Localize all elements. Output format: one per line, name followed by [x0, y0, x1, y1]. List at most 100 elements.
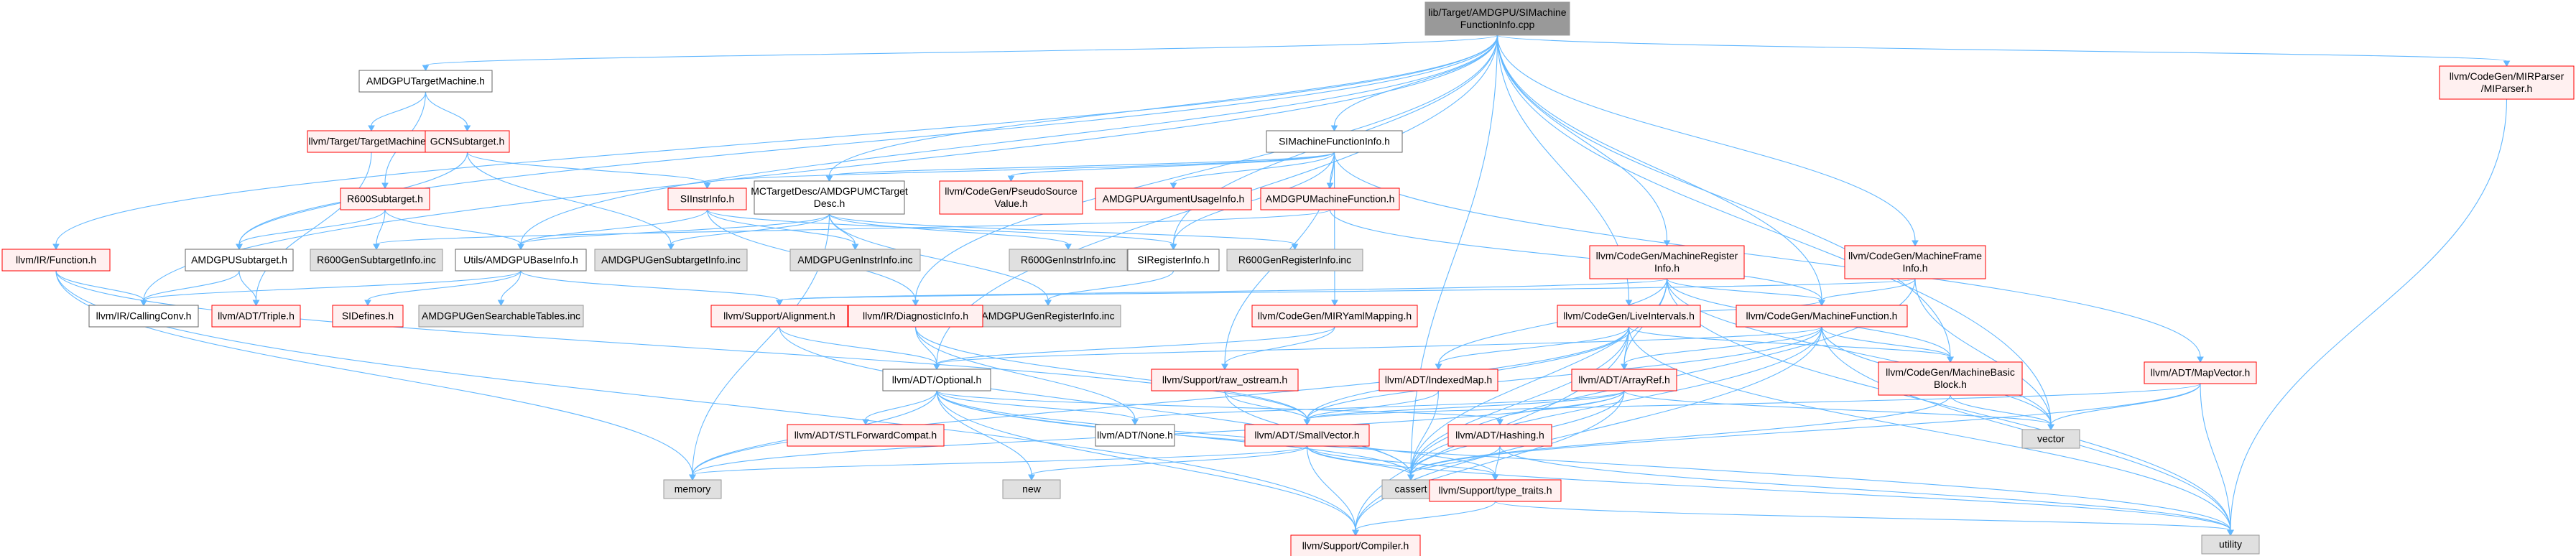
node-box: [1429, 479, 1562, 502]
edge-arrowhead: [1947, 356, 1954, 363]
edge-arrowhead: [364, 300, 371, 307]
edge-line: [936, 326, 1822, 365]
node-utils-base[interactable]: Utils/AMDGPUBaseInfo.h: [455, 249, 587, 272]
edge-line: [706, 209, 856, 245]
edge-line: [143, 270, 522, 301]
node-box: [754, 180, 905, 215]
edge-arrowhead: [52, 244, 60, 251]
edge-arrowhead: [1028, 474, 1035, 481]
edge-line: [1410, 34, 1498, 476]
edge-line: [1306, 383, 2201, 420]
edge-utils_base-to-ir_callingconv: [140, 270, 522, 307]
edge-arrowhead: [2197, 356, 2204, 363]
node-live-int[interactable]: llvm/CodeGen/LiveIntervals.h: [1557, 305, 1701, 328]
node-mir-yaml[interactable]: llvm/CodeGen/MIRYamlMapping.h: [1251, 305, 1418, 328]
node-box: [848, 305, 983, 328]
node-ir-callingconv[interactable]: llvm/IR/CallingConv.h: [88, 305, 199, 328]
edge-line: [914, 34, 1498, 301]
node-stl-forward[interactable]: llvm/ADT/STLForwardCompat.h: [787, 424, 945, 447]
node-ir-diag[interactable]: llvm/IR/DiagnosticInfo.h: [848, 305, 983, 328]
node-adt-smallvector[interactable]: llvm/ADT/SmallVector.h: [1244, 424, 1370, 447]
node-adt-optional[interactable]: llvm/ADT/Optional.h: [882, 369, 991, 391]
node-support-align[interactable]: llvm/Support/Alignment.h: [710, 305, 848, 328]
edge-arrowhead: [2047, 424, 2054, 431]
node-ir-function[interactable]: llvm/IR/Function.h: [1, 249, 111, 272]
node-adt-arrayref[interactable]: llvm/ADT/ArrayRef.h: [1571, 369, 1677, 391]
edge-line: [520, 34, 1498, 245]
node-box: [455, 249, 587, 272]
edge-mfi_frame-to-vector: [1914, 278, 2054, 431]
node-si-mfi[interactable]: SIMachineFunctionInfo.h: [1266, 130, 1403, 153]
edge-r600_st-to-utils_base: [384, 209, 524, 251]
edge-line: [706, 152, 1335, 184]
edge-line: [55, 270, 1308, 420]
edge-root-to-ir_function: [52, 34, 1498, 251]
node-label: llvm/Support/Alignment.h: [723, 310, 835, 322]
node-box: [1009, 249, 1128, 272]
node-label: FunctionInfo.cpp: [1460, 19, 1535, 30]
node-mir-parser[interactable]: llvm/CodeGen/MIRParser/MIParser.h: [2439, 65, 2575, 100]
node-label: llvm/CodeGen/MIRParser: [2450, 70, 2565, 82]
edge-line: [143, 270, 240, 301]
edge-line: [914, 326, 937, 365]
edge-utils_base-to-support_align: [520, 270, 783, 307]
node-raw-ostream[interactable]: llvm/Support/raw_ostream.h: [1151, 369, 1299, 391]
node-adt-indexedmap[interactable]: llvm/ADT/IndexedMap.h: [1379, 369, 1498, 391]
edge-line: [936, 390, 1496, 476]
edge-line: [828, 213, 1296, 245]
node-adt-triple[interactable]: llvm/ADT/Triple.h: [211, 305, 301, 328]
node-amdgpu-mf[interactable]: AMDGPUMachineFunction.h: [1260, 187, 1400, 210]
node-label: SIInstrInfo.h: [680, 193, 734, 205]
node-searchable: AMDGPUGenSearchableTables.inc: [418, 305, 584, 328]
node-adt-none[interactable]: llvm/ADT/None.h: [1095, 424, 1175, 447]
edge-line: [55, 270, 144, 301]
edge-ir_function-to-ir_callingconv: [55, 270, 147, 307]
edge-amdgpu_tm-to-gcn_st: [425, 91, 471, 132]
node-label: R600GenInstrInfo.inc: [1021, 254, 1116, 266]
edge-arrowhead: [1621, 363, 1628, 371]
node-mf[interactable]: llvm/CodeGen/MachineFunction.h: [1736, 305, 1908, 328]
edge-arrowhead: [1169, 182, 1177, 190]
node-label: MCTargetDesc/AMDGPUMCTarget: [751, 185, 908, 197]
edge-line: [1329, 209, 1822, 301]
node-amdgpu-tm[interactable]: AMDGPUTargetMachine.h: [358, 70, 493, 93]
node-r600-stinfo: R600GenSubtargetInfo.inc: [310, 249, 443, 272]
node-compiler[interactable]: llvm/Support/Compiler.h: [1290, 534, 1421, 556]
edge-line: [936, 390, 1136, 420]
node-amdgpu-st[interactable]: AMDGPUSubtarget.h: [185, 249, 294, 272]
edge-line: [914, 326, 1308, 420]
node-r600-st[interactable]: R600Subtarget.h: [340, 187, 430, 210]
node-box: [1226, 249, 1363, 272]
edge-line: [1410, 383, 2201, 476]
edge-line: [1410, 390, 1440, 476]
node-adt-hashing[interactable]: llvm/ADT/Hashing.h: [1447, 424, 1552, 447]
node-si-reginfo[interactable]: SIRegisterInfo.h: [1127, 249, 1220, 272]
node-box: [1151, 369, 1299, 391]
node-adt-mapvector[interactable]: llvm/ADT/MapVector.h: [2144, 361, 2257, 384]
node-type-traits[interactable]: llvm/Support/type_traits.h: [1429, 479, 1562, 502]
edge-line: [1031, 445, 1308, 476]
edge-si_instrinfo-to-si_reginfo: [706, 209, 1177, 251]
node-si-defines[interactable]: SIDefines.h: [332, 305, 404, 328]
node-box: [882, 369, 991, 391]
edge-arrowhead: [1491, 474, 1499, 481]
edge-line: [376, 209, 386, 245]
node-si-instrinfo[interactable]: SIInstrInfo.h: [667, 187, 747, 210]
node-box: [1424, 1, 1570, 36]
edge-line: [2200, 383, 2231, 531]
node-amdgpu-arg[interactable]: AMDGPUArgumentUsageInfo.h: [1095, 187, 1252, 210]
node-gcn-st[interactable]: GCNSubtarget.h: [425, 130, 510, 153]
node-target-tm[interactable]: llvm/Target/TargetMachine.h: [307, 130, 436, 153]
node-label: llvm/IR/DiagnosticInfo.h: [863, 310, 968, 322]
edge-line: [779, 278, 1916, 301]
edge-mf-to-adt_optional: [933, 326, 1822, 371]
edge-line: [1496, 34, 1822, 301]
node-label: R600Subtarget.h: [347, 193, 423, 205]
node-label: llvm/Support/raw_ostream.h: [1162, 374, 1287, 386]
node-label: SIDefines.h: [342, 310, 394, 322]
